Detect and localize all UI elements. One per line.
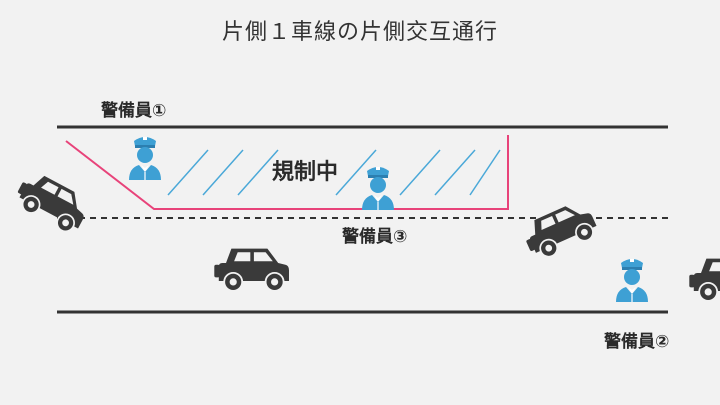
suv-car-icon-center [213,247,290,292]
guard-label-3: 警備員③ [342,227,408,247]
security-guard-icon-1 [128,136,162,181]
suv-car-icon-right [518,197,602,265]
guard-label-1: 警備員① [101,101,167,121]
security-guard-icon-3 [361,166,395,211]
restricted-zone-hatch [167,149,501,196]
suv-car-icon-left [10,167,94,238]
guard-label-2: 警備員② [604,332,670,352]
suv-car-icon-edge [688,257,720,302]
restricted-zone-label: 規制中 [272,160,339,185]
security-guard-icon-2 [615,258,649,303]
diagram-title: 片側１車線の片側交互通行 [221,20,498,45]
restricted-zone-border [65,135,509,210]
